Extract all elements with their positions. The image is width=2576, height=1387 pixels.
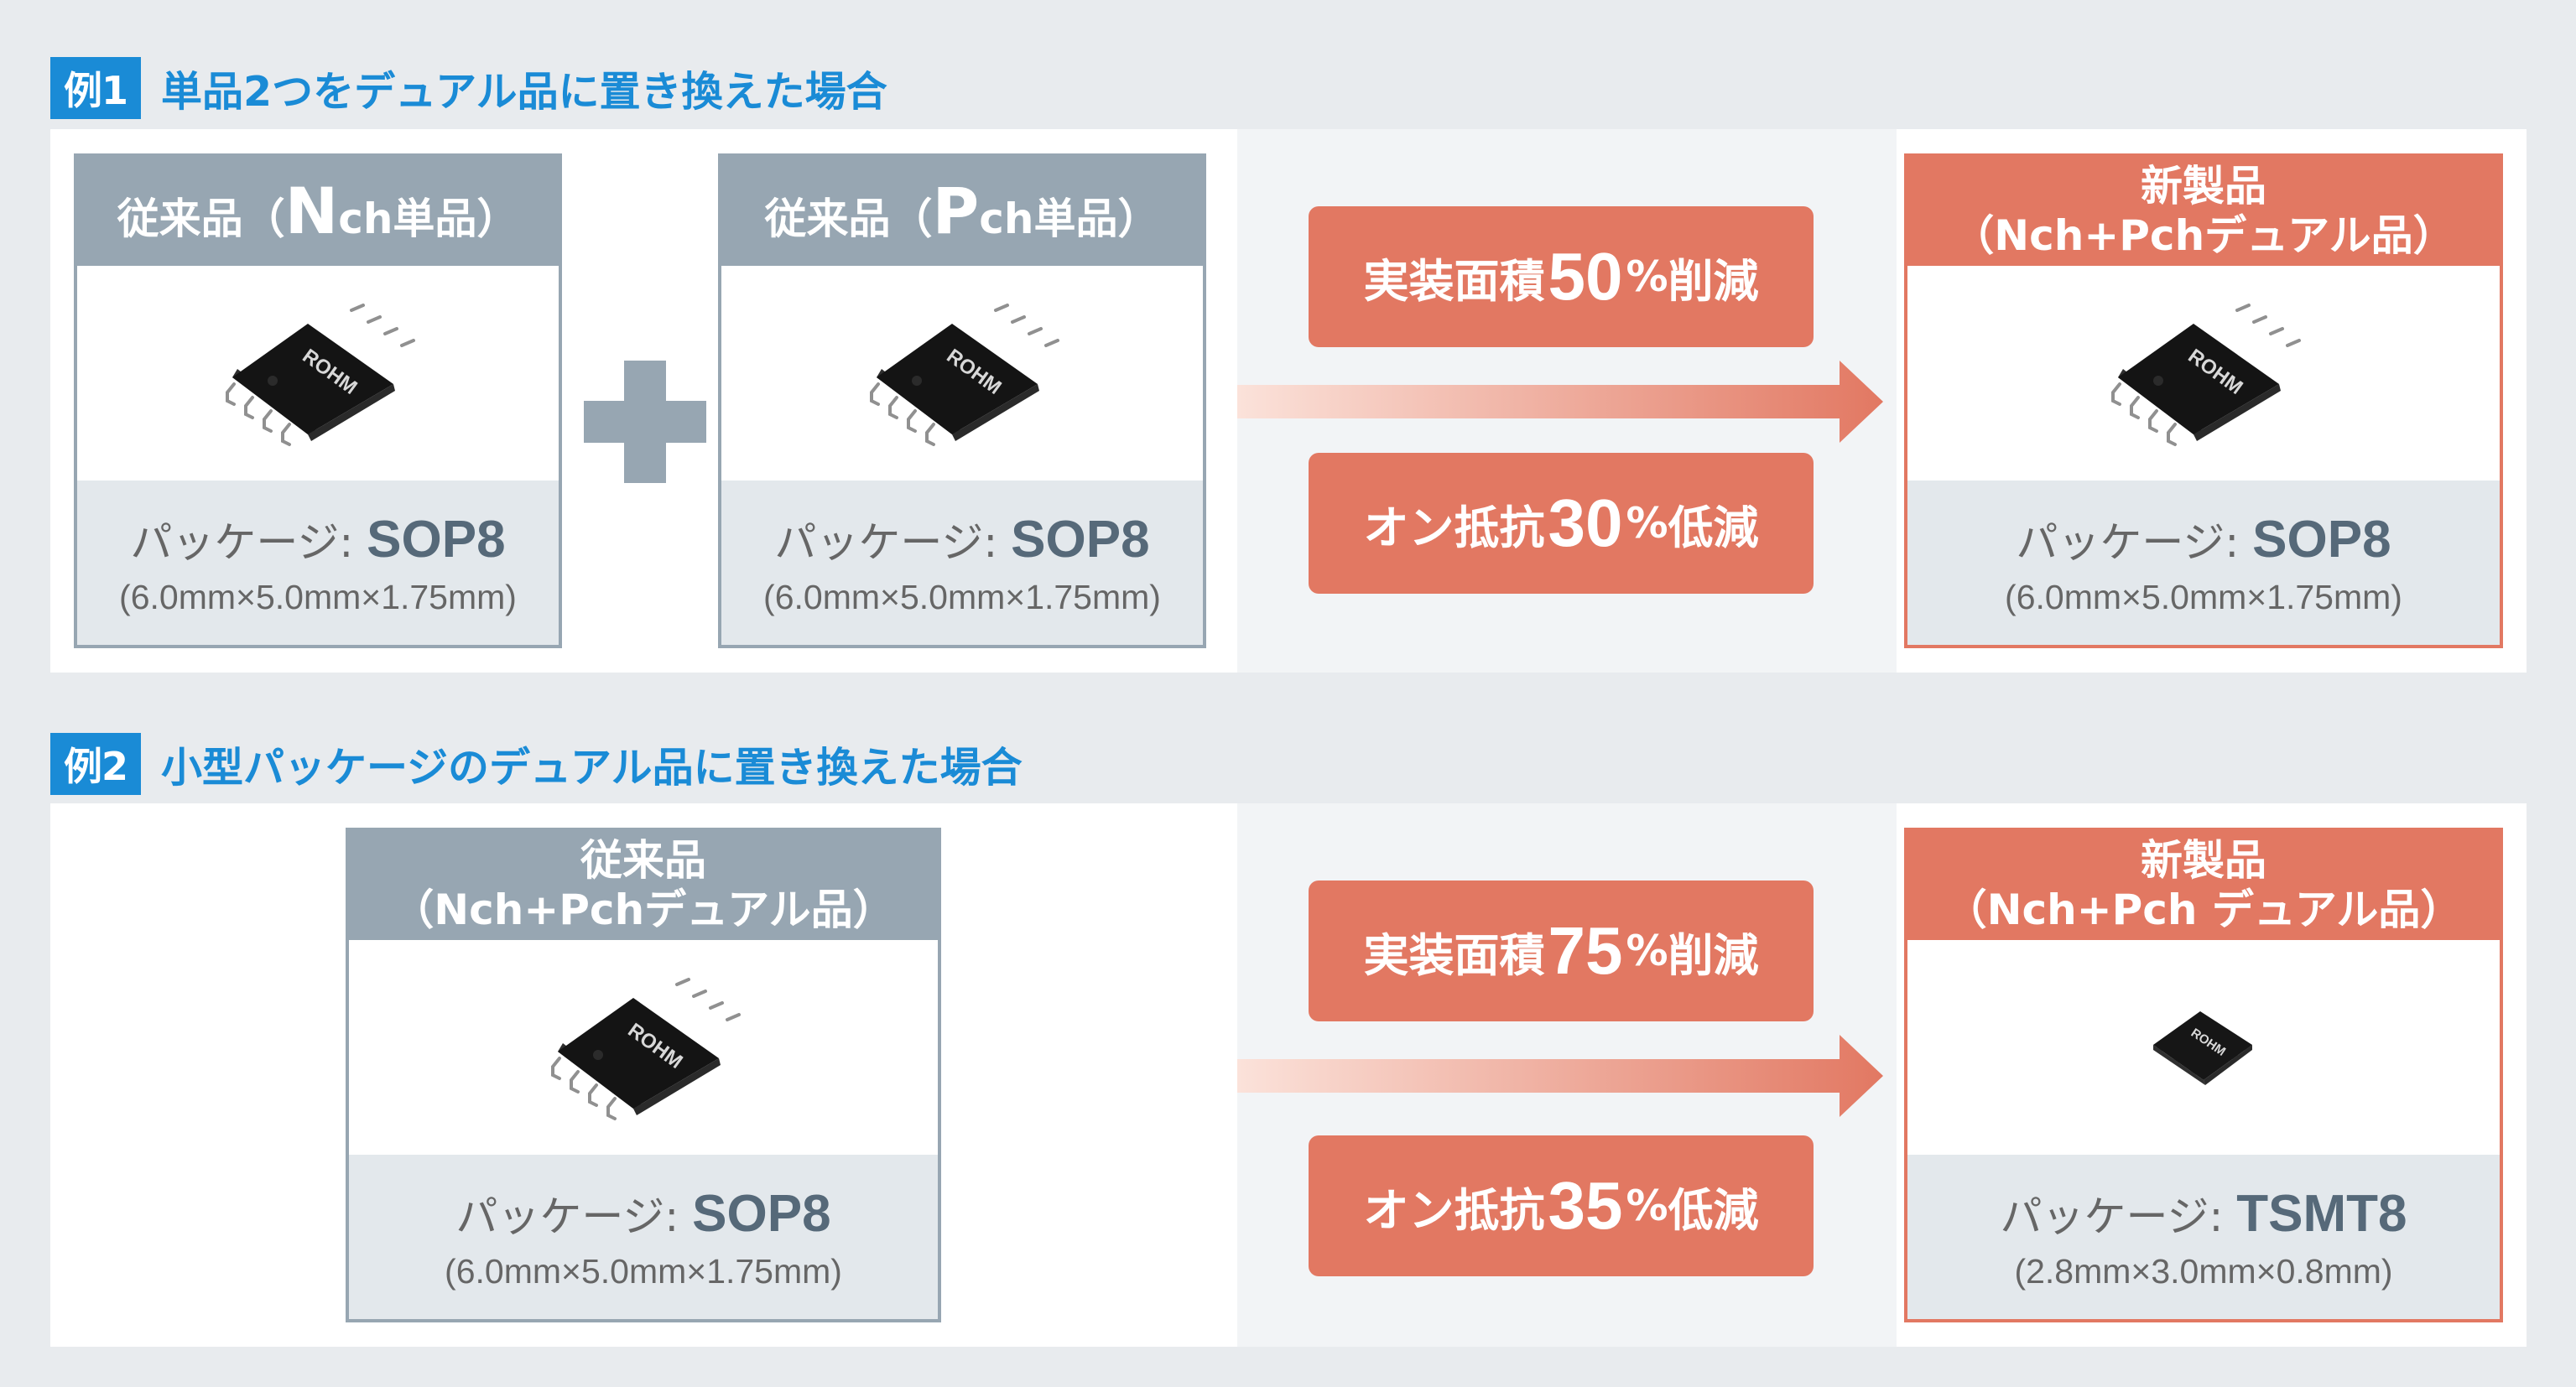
package-info: パッケージ: SOP8 (6.0mm×5.0mm×1.75mm) [1907, 481, 2500, 645]
badge-suffix: 低減 [1668, 501, 1759, 554]
card-title-prefix: 従来品（ [764, 194, 933, 243]
package-dimensions: (6.0mm×5.0mm×1.75mm) [2005, 577, 2402, 616]
badge-value: 75 [1548, 913, 1623, 988]
badge-prefix: 実装面積 [1363, 254, 1545, 308]
card-title-line1: 新製品 [2141, 836, 2266, 885]
package-dimensions: (6.0mm×5.0mm×1.75mm) [119, 577, 517, 616]
card-title-line1: 新製品 [2141, 162, 2266, 210]
plus-icon [584, 361, 706, 483]
badge-unit: % [1626, 252, 1668, 301]
badge-prefix: 実装面積 [1363, 928, 1545, 982]
badge-value: 30 [1548, 486, 1623, 560]
package-label: パッケージ: [130, 517, 367, 567]
tsmt8-chip-image: ROHM [2153, 1011, 2252, 1085]
card-title-initial: P [932, 173, 980, 248]
card-title-line2: （Nch+Pch デュアル品） [1944, 886, 2463, 934]
chip-image-area [721, 266, 1203, 475]
example1-tag: 例1 [50, 57, 142, 119]
badge-suffix: 削減 [1668, 928, 1759, 982]
card-new-dual: 新製品 （Nch+Pchデュアル品） パッケージ: SOP8 (6.0mm×5.… [1904, 153, 2503, 648]
card-title-line2: （Nch+Pchデュアル品） [392, 886, 895, 934]
example2-header: 例2 小型パッケージのデュアル品に置き換えた場合 [50, 733, 1023, 795]
badge-value: 35 [1548, 1168, 1623, 1243]
card-title-line2: （Nch+Pchデュアル品） [1952, 211, 2455, 260]
card-title: 新製品 （Nch+Pchデュアル品） [1907, 157, 2500, 266]
badge-suffix: 低減 [1668, 1183, 1759, 1237]
card-title: 従来品（Pch単品） [721, 157, 1203, 266]
example2-title: 小型パッケージのデュアル品に置き換えた場合 [161, 743, 1023, 792]
chip-image-area [349, 940, 938, 1150]
package-label: パッケージ: [774, 517, 1012, 567]
sop8-chip-image [226, 304, 415, 446]
package-info: パッケージ: SOP8 (6.0mm×5.0mm×1.75mm) [349, 1155, 938, 1319]
badge-value: 50 [1548, 239, 1623, 314]
sop8-chip-image [551, 978, 741, 1120]
package-name: SOP8 [692, 1184, 831, 1243]
badge-prefix: オン抵抗 [1363, 1183, 1545, 1237]
card-title-suffix: ch単品） [979, 194, 1160, 243]
arrow-right-icon [1237, 1035, 1883, 1117]
package-dimensions: (6.0mm×5.0mm×1.75mm) [763, 577, 1161, 616]
badge-unit: % [1626, 1182, 1668, 1230]
chip-image-area [77, 266, 559, 475]
card-title: 従来品（Nch単品） [77, 157, 559, 266]
example1-header: 例1 単品2つをデュアル品に置き換えた場合 [50, 57, 887, 119]
package-label: パッケージ: [455, 1192, 693, 1241]
card-title-initial: N [284, 173, 339, 248]
card-title: 新製品 （Nch+Pch デュアル品） [1907, 831, 2500, 940]
package-name: SOP8 [367, 510, 506, 569]
sop8-chip-image [2111, 304, 2301, 446]
package-name: SOP8 [1011, 510, 1150, 569]
package-info: パッケージ: SOP8 (6.0mm×5.0mm×1.75mm) [721, 481, 1203, 645]
card-title-line1: 従来品 [580, 836, 706, 885]
sop8-chip-image [870, 304, 1059, 446]
card-title: 従来品 （Nch+Pchデュアル品） [349, 831, 938, 940]
package-name: SOP8 [2252, 510, 2391, 569]
example2-tag: 例2 [50, 733, 142, 795]
card-pch-single: 従来品（Pch単品） パッケージ: SOP8 (6.0mm×5.0mm×1.75… [718, 153, 1206, 648]
card-old-dual: 従来品 （Nch+Pchデュアル品） パッケージ: SOP8 (6.0mm×5.… [346, 828, 941, 1322]
badge-suffix: 削減 [1668, 254, 1759, 308]
card-nch-single: 従来品（Nch単品） パッケージ: SOP8 (6.0mm×5.0mm×1.75… [74, 153, 562, 648]
badge-unit: % [1626, 927, 1668, 975]
package-dimensions: (6.0mm×5.0mm×1.75mm) [445, 1251, 842, 1291]
example1-title: 単品2つをデュアル品に置き換えた場合 [161, 67, 887, 116]
package-label: パッケージ: [2000, 1192, 2237, 1241]
package-info: パッケージ: SOP8 (6.0mm×5.0mm×1.75mm) [77, 481, 559, 645]
badge-unit: % [1626, 499, 1668, 548]
card-title-prefix: 従来品（ [117, 194, 285, 243]
card-new-small-dual: 新製品 （Nch+Pch デュアル品） ROHM パッケージ: TSMT8 (2… [1904, 828, 2503, 1322]
badge-prefix: オン抵抗 [1363, 501, 1545, 554]
package-info: パッケージ: TSMT8 (2.8mm×3.0mm×0.8mm) [1907, 1155, 2500, 1319]
package-name: TSMT8 [2236, 1184, 2407, 1243]
chip-image-area: ROHM [1907, 940, 2500, 1150]
package-dimensions: (2.8mm×3.0mm×0.8mm) [2014, 1251, 2393, 1291]
card-title-suffix: ch単品） [338, 194, 519, 243]
chip-image-area [1907, 266, 2500, 475]
package-label: パッケージ: [2016, 517, 2253, 567]
arrow-right-icon [1237, 361, 1883, 443]
